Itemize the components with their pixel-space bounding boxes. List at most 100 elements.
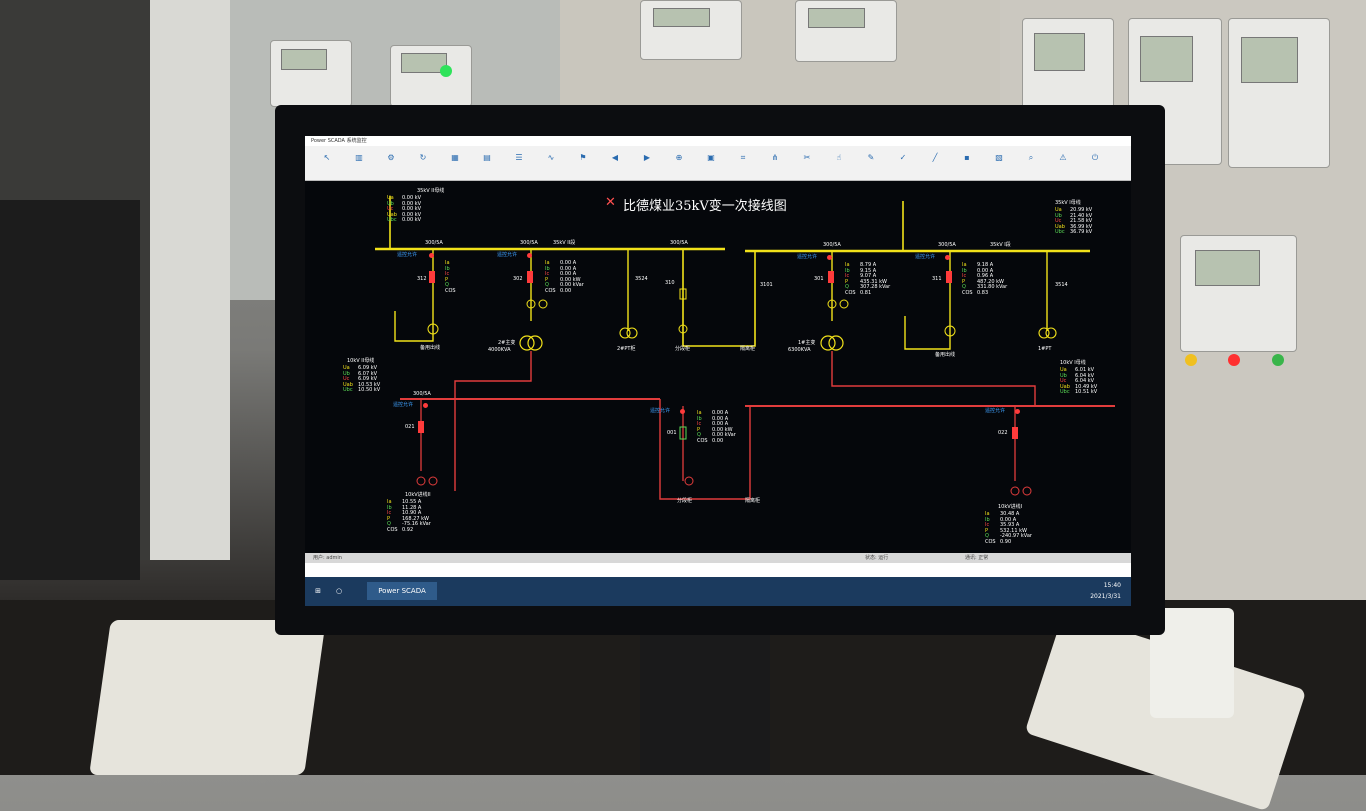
meter-row: P 532.11 kW	[985, 527, 1032, 535]
feeder-name: 备用出线	[420, 345, 441, 351]
meter-value: 532.11 kW	[1000, 527, 1027, 534]
mark-icon[interactable]: ✓	[899, 153, 907, 162]
pen-icon[interactable]: ✎	[867, 153, 875, 162]
refresh-icon[interactable]: ↻	[419, 153, 427, 162]
start-button[interactable]: ⊞	[315, 587, 321, 595]
taskbar-app-button[interactable]: Power SCADA	[367, 582, 437, 600]
meter-row: Q-75.16 kVar	[387, 521, 431, 528]
bus35-2-label: 35kV II母线	[417, 188, 445, 194]
meter-value: 0.00 kVar	[560, 282, 584, 288]
breaker-302[interactable]	[527, 271, 533, 283]
feeder-id: 001	[667, 430, 677, 436]
meter-value: 0.00 kV	[402, 211, 422, 218]
left-icon[interactable]: ◀	[611, 153, 619, 162]
breaker-312[interactable]	[429, 271, 435, 283]
remote-allowed-label: 遥控允许	[650, 408, 671, 414]
meter-value: 307.28 kVar	[860, 284, 891, 290]
meter-key: P	[962, 278, 966, 285]
meter-key: Ib	[387, 504, 392, 511]
meter-key: Uc	[1060, 378, 1067, 384]
monitor-stand	[640, 625, 770, 775]
status-state: 状态: 运行	[865, 555, 889, 561]
meter-value: 0.90	[1000, 538, 1012, 545]
meter-key: Ub	[387, 200, 394, 207]
list-icon[interactable]: ☰	[515, 153, 523, 162]
disconnector-310[interactable]	[679, 288, 687, 300]
right-icon[interactable]: ▶	[643, 153, 651, 162]
meter-value: 6.04 kV	[1075, 372, 1095, 379]
line-icon[interactable]: ╱	[932, 153, 938, 162]
toolbar: ↖ ▥ ⚙ ↻ ▦ ▤ ☰ ∿ ⚑ ◀ ▶ ⊕ ▣ ⌗ ⋔ ✂ ☝ ✎ ✓ ╱ ▪ ▧ ⌕ ⚠ ⏻	[305, 146, 1131, 181]
meter-value: 0.96 A	[977, 273, 994, 279]
meter-key: Ib	[697, 415, 702, 422]
tree-icon[interactable]: ⋔	[771, 153, 779, 162]
meter-key: P	[985, 527, 989, 534]
isolation-label: 隔离柜	[745, 498, 761, 504]
breaker-021[interactable]	[418, 421, 424, 433]
feeder-312	[394, 249, 434, 342]
meter-key: Ubc	[387, 217, 397, 223]
meter-key: Ia	[387, 499, 392, 505]
remote-led	[1015, 409, 1020, 414]
zoom-icon[interactable]: ⊕	[675, 153, 683, 162]
report-icon[interactable]: ▣	[707, 153, 715, 162]
meter-key: COS	[962, 289, 973, 296]
arrow-icon[interactable]: ↖	[323, 153, 331, 162]
tx1-lv-lead	[831, 351, 1036, 406]
search-icon[interactable]: ○	[335, 587, 343, 595]
meter-key: Ia	[545, 260, 550, 266]
meter-value: 10.51 kV	[1075, 389, 1098, 395]
bus-tie	[682, 249, 756, 347]
pointer-icon[interactable]: ☝	[836, 153, 842, 162]
flag-icon[interactable]: ⚑	[579, 153, 587, 162]
breaker-311[interactable]	[946, 271, 952, 283]
device-id: 3101	[760, 282, 773, 288]
meter-key: P	[845, 278, 849, 285]
breaker-001[interactable]	[679, 426, 687, 440]
grid-icon[interactable]: ▦	[451, 153, 459, 162]
breaker-022[interactable]	[1012, 427, 1018, 439]
search-icon[interactable]: ⌕	[1028, 153, 1034, 162]
image-icon[interactable]: ▧	[995, 153, 1003, 162]
meter-key: Ub	[1055, 212, 1062, 219]
meter-key: Ua	[387, 195, 394, 201]
breaker-301[interactable]	[828, 271, 834, 283]
device-id: 3514	[1055, 282, 1068, 288]
trend-icon[interactable]: ∿	[547, 153, 555, 162]
table-icon[interactable]: ▤	[483, 153, 491, 162]
gear-icon[interactable]: ⚙	[387, 153, 395, 162]
bus10-1-label: 10kV I母线	[1060, 360, 1086, 366]
protection-relay	[1180, 235, 1297, 352]
meter-value: 6.04 kV	[1075, 378, 1095, 384]
chart-icon[interactable]: ▥	[355, 153, 363, 162]
cut-icon[interactable]: ✂	[803, 153, 811, 162]
exit-icon[interactable]: ⏻	[1091, 153, 1099, 162]
warning-icon[interactable]: ⚠	[1059, 153, 1067, 162]
save-icon[interactable]: ▪	[964, 153, 970, 162]
plot-icon[interactable]: ⌗	[740, 153, 746, 162]
meter-key: Ubc	[1055, 229, 1065, 235]
ct-ratio: 300/5A	[823, 242, 841, 248]
meter-value: 10.50 kV	[358, 387, 381, 393]
meter-value: 6.07 kV	[358, 370, 378, 377]
bus-label-b: 35kV I段	[990, 242, 1011, 248]
meter-value: 487.20 kW	[977, 278, 1004, 285]
